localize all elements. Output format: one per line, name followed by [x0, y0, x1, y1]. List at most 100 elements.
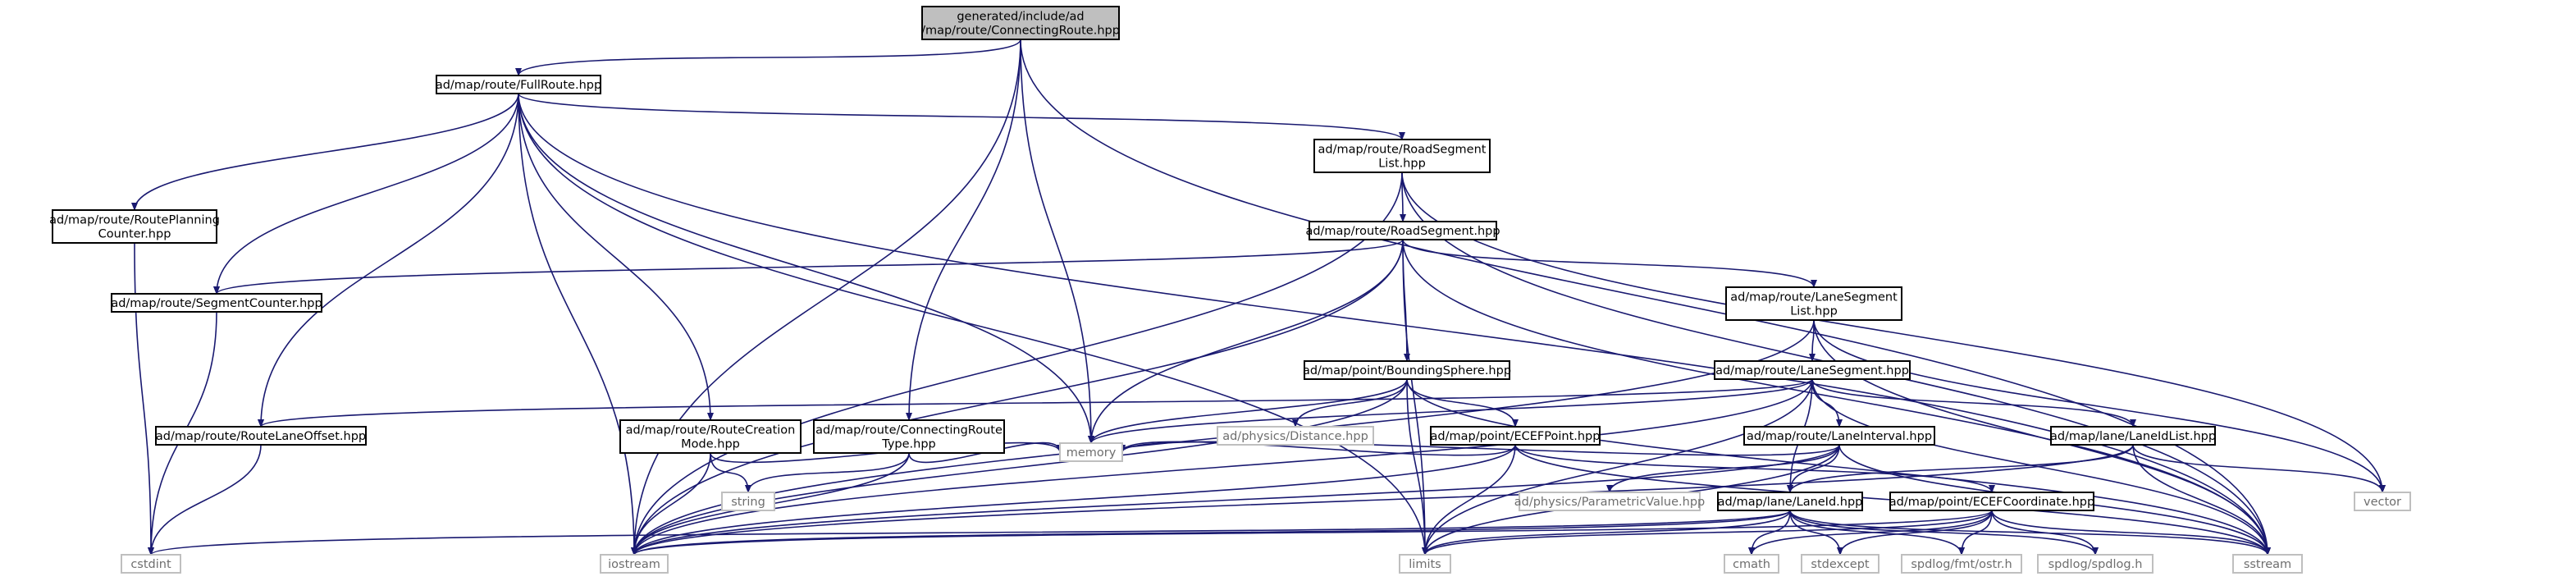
edge-laneid-to-iostream: [631, 510, 1791, 556]
edge-root-to-connroutetype: [906, 39, 1021, 421]
node-label: spdlog/fmt/ostr.h: [1911, 558, 2012, 571]
edge-routecreation-to-iostream: [631, 452, 711, 556]
node-label: stdexcept: [1811, 558, 1870, 571]
edge-boundingsphere-to-memory: [1088, 378, 1408, 444]
edge-laneinterval-to-iostream: [631, 444, 1840, 556]
node-label: generated/include/ad: [957, 11, 1084, 24]
node-fullroute[interactable]: ad/map/route/FullRoute.hpp: [436, 75, 601, 94]
node-box: [813, 419, 1005, 454]
node-label: cmath: [1733, 558, 1770, 571]
node-label: ad/map/route/RouteCreation: [626, 424, 796, 437]
node-label: Counter.hpp: [98, 228, 171, 241]
node-label: iostream: [608, 558, 660, 571]
edge-fullroute-to-planningcounter: [131, 93, 519, 211]
node-ecefcoord[interactable]: ad/map/point/ECEFCoordinate.hpp: [1889, 492, 2094, 511]
node-stdexcept: stdexcept: [1801, 554, 1879, 574]
node-box: [1309, 221, 1497, 240]
node-box: [155, 426, 367, 446]
node-box: [1304, 360, 1510, 380]
edge-lanesegment-to-memory: [1088, 378, 1813, 444]
node-parametric: ad/physics/ParametricValue.hpp: [1514, 492, 1705, 511]
edge-lanesegment-to-routelaneoffset: [258, 378, 1813, 428]
node-box: [600, 554, 669, 574]
node-box: [52, 209, 217, 244]
edge-root-to-fullroute: [515, 39, 1021, 76]
edge-laneid-to-cstdint: [148, 510, 1791, 556]
node-label: ad/map/point/ECEFPoint.hpp: [1431, 430, 1601, 443]
edge-roadseglist-to-iostream: [631, 172, 1403, 556]
edge-boundingsphere-to-iostream: [631, 378, 1408, 556]
edge-root-to-memory: [1020, 39, 1094, 444]
node-label: ad/map/route/LaneSegment: [1730, 291, 1898, 304]
edge-laneid-to-cmath: [1748, 510, 1791, 556]
node-box: [1399, 554, 1451, 574]
node-box: [1725, 286, 1902, 321]
edge-ecefcoord-to-limits: [1422, 510, 1993, 556]
node-label: ad/map/point/BoundingSphere.hpp: [1303, 364, 1511, 377]
edge-fullroute-to-iostream: [518, 93, 637, 556]
node-label: spdlog/spdlog.h: [2048, 558, 2143, 571]
edge-laneid-to-sstream: [1789, 510, 2271, 556]
edge-laneidlist-to-sstream: [2132, 444, 2271, 556]
node-box: [1889, 492, 2094, 511]
edge-fullroute-to-sstream: [518, 93, 2271, 556]
node-box: [1519, 492, 1701, 511]
node-label: ad/physics/Distance.hpp: [1222, 430, 1368, 443]
edge-boundingsphere-to-limits: [1406, 378, 1428, 556]
edge-ecefcoord-to-cmath: [1748, 510, 1993, 556]
edge-laneseglist-to-lanesegment: [1809, 319, 1816, 362]
node-iostream: iostream: [600, 554, 669, 574]
node-sstream: sstream: [2232, 554, 2303, 574]
node-fmtostr: spdlog/fmt/ostr.h: [1901, 554, 2022, 574]
node-box: [436, 75, 601, 94]
edge-fullroute-to-segmentcounter: [213, 93, 519, 295]
node-routelaneoffset[interactable]: ad/map/route/RouteLaneOffset.hpp: [155, 426, 367, 446]
edge-fullroute-to-limits: [518, 93, 1428, 556]
node-memory: memory: [1059, 442, 1123, 462]
edge-ecefcoord-to-spdlog: [1991, 510, 2099, 556]
node-boundingsphere[interactable]: ad/map/point/BoundingSphere.hpp: [1303, 360, 1511, 380]
edge-lanesegment-to-iostream: [631, 378, 1813, 556]
node-segmentcounter[interactable]: ad/map/route/SegmentCounter.hpp: [111, 293, 322, 313]
edge-ecefpoint-to-limits: [1422, 444, 1516, 556]
node-box: [1217, 426, 1374, 446]
edge-laneinterval-to-parametric: [1606, 444, 1840, 493]
node-box: [2050, 426, 2216, 446]
node-label: ad/map/route/RoadSegment: [1318, 144, 1487, 157]
edge-fullroute-to-roadseglist: [518, 93, 1405, 140]
node-label: ad/map/point/ECEFCoordinate.hpp: [1889, 496, 2094, 509]
node-label: ad/map/lane/LaneId.hpp: [1718, 496, 1863, 509]
edge-roadsegment-to-segmentcounter: [213, 239, 1404, 295]
node-label: ad/map/route/LaneInterval.hpp: [1747, 430, 1932, 443]
node-label: vector: [2364, 496, 2401, 509]
node-distance: ad/physics/Distance.hpp: [1217, 426, 1374, 446]
node-laneid[interactable]: ad/map/lane/LaneId.hpp: [1717, 492, 1863, 511]
edge-laneid-to-limits: [1422, 510, 1791, 556]
node-label: Mode.hpp: [681, 438, 740, 451]
edges: [131, 39, 2386, 556]
node-box: [1313, 139, 1491, 173]
node-label: List.hpp: [1378, 158, 1426, 171]
node-laneidlist[interactable]: ad/map/lane/LaneIdList.hpp: [2050, 426, 2216, 446]
node-label: List.hpp: [1790, 305, 1838, 318]
node-box: [1714, 360, 1911, 380]
edge-laneidlist-to-vector: [2132, 444, 2386, 493]
node-spdlog: spdlog/spdlog.h: [2037, 554, 2154, 574]
node-label: /map/route/ConnectingRoute.hpp: [921, 25, 1120, 38]
node-roadsegment[interactable]: ad/map/route/RoadSegment.hpp: [1305, 221, 1500, 240]
node-label: ad/map/route/RoadSegment.hpp: [1305, 225, 1500, 238]
edge-fullroute-to-routecreation: [518, 93, 714, 421]
node-ecefpoint[interactable]: ad/map/point/ECEFPoint.hpp: [1430, 426, 1601, 446]
node-laneinterval[interactable]: ad/map/route/LaneInterval.hpp: [1743, 426, 1935, 446]
node-box: [121, 554, 181, 574]
node-box: [1059, 442, 1123, 462]
node-lanesegment[interactable]: ad/map/route/LaneSegment.hpp: [1714, 360, 1911, 380]
node-limits: limits: [1399, 554, 1451, 574]
node-label: memory: [1066, 446, 1117, 460]
edge-ecefpoint-to-ecefcoord: [1514, 444, 1995, 493]
